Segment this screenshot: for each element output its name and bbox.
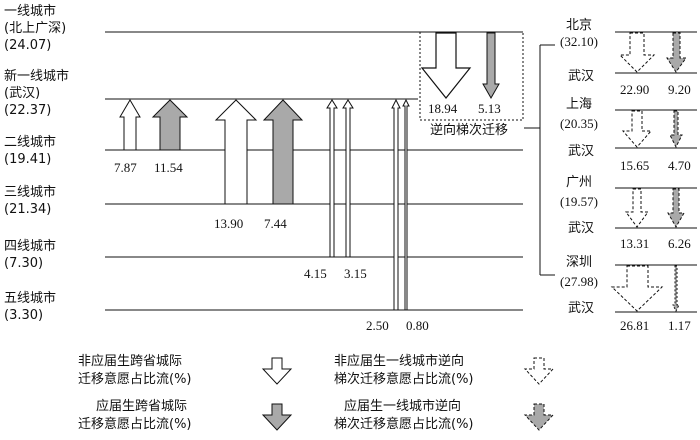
- legend-item-nongrad-interprovincial: 非应届生跨省城际 迁移意愿占比流(%): [78, 353, 293, 387]
- reverse-grad-arrow: [482, 32, 500, 100]
- nongrad-flow-arrow-tier-5: [391, 98, 401, 311]
- legend-item-grad-interprovincial: 应届生跨省城际 迁移意愿占比流(%): [78, 398, 293, 432]
- city-panel-beijing: 北京 (32.10) 武汉 22.90 9.20: [560, 18, 697, 97]
- tier-6-value: (3.30): [4, 308, 43, 323]
- grad-flow-arrow-tier-4: [342, 99, 354, 258]
- nongrad-flow-value-tier-3: 13.90: [214, 216, 243, 231]
- city-panel-shanghai: 上海 (20.35) 武汉 15.65 4.70: [560, 97, 697, 173]
- legend-swatch-gray-solid: [261, 403, 293, 431]
- guangzhou-nongrad-arrow: [625, 188, 649, 228]
- city-dest-beijing: 武汉: [568, 69, 594, 84]
- guangzhou-nongrad-value: 13.31: [620, 236, 649, 251]
- legend-label-3-line1: 应届生跨省城际: [96, 398, 187, 414]
- legend-item-grad-reverse: 应届生一线城市逆向 梯次迁移意愿占比流(%): [334, 398, 555, 432]
- grad-flow-value-tier-3: 7.44: [264, 216, 287, 231]
- shanghai-grad-value: 4.70: [668, 158, 691, 173]
- legend-label-1-line2: 迁移意愿占比流(%): [78, 371, 192, 387]
- tier-1-value: (24.07): [4, 38, 51, 53]
- reverse-migration-box: [419, 31, 524, 121]
- tier-1-sub: (北上广深): [4, 21, 66, 36]
- legend: 非应届生跨省城际 迁移意愿占比流(%) 非应届生一线城市逆向 梯次迁移意愿占比流…: [78, 353, 555, 432]
- legend-swatch-white-dashed: [523, 357, 555, 385]
- shanghai-nongrad-value: 15.65: [620, 158, 649, 173]
- city-value-guangzhou: (19.57): [560, 194, 598, 209]
- tier-5-name: 四线城市: [4, 238, 56, 254]
- shenzhen-grad-arrow: [672, 265, 680, 313]
- guangzhou-grad-arrow: [667, 188, 685, 229]
- grad-flow-arrow-tier-5: [402, 98, 410, 311]
- tier-2-value: (22.37): [4, 103, 51, 118]
- city-panel-shenzhen: 深圳 (27.98) 武汉 26.81 1.17: [560, 255, 697, 333]
- grad-flow-value-tier-4: 3.15: [344, 266, 367, 281]
- shenzhen-nongrad-value: 26.81: [620, 318, 649, 333]
- tier-4-name: 三线城市: [4, 184, 56, 200]
- legend-label-4-line1: 应届生一线城市逆向: [344, 398, 461, 414]
- flow-group-tier-3: 13.90 7.44: [214, 99, 304, 231]
- beijing-nongrad-value: 22.90: [620, 82, 649, 97]
- nongrad-flow-arrow-tier-2: [119, 99, 141, 151]
- grad-flow-arrow-tier-2: [151, 99, 189, 151]
- reverse-migration-label: 逆向梯次迁移: [430, 122, 508, 138]
- legend-label-2-line1: 非应届生一线城市逆向: [334, 353, 464, 369]
- shenzhen-nongrad-arrow: [610, 265, 664, 312]
- reverse-migration: 18.94 5.13 逆向梯次迁移: [419, 31, 524, 138]
- shanghai-nongrad-arrow: [621, 110, 653, 148]
- grad-flow-value-tier-5: 0.80: [406, 318, 429, 333]
- reverse-grad-value: 5.13: [478, 101, 501, 116]
- tier-2-name: 新一线城市: [4, 68, 69, 84]
- grad-flow-value-tier-2: 11.54: [154, 160, 183, 175]
- reverse-nongrad-arrow: [420, 32, 472, 99]
- city-value-beijing: (32.10): [560, 34, 598, 49]
- tier-3-value: (19.41): [4, 152, 51, 167]
- city-name-shenzhen: 深圳: [566, 255, 592, 270]
- city-value-shenzhen: (27.98): [560, 274, 598, 289]
- city-dest-shanghai: 武汉: [568, 144, 594, 159]
- grad-flow-arrow-tier-3: [262, 99, 304, 205]
- city-dest-guangzhou: 武汉: [568, 221, 594, 236]
- tier-labels: 一线城市 (北上广深) (24.07) 新一线城市 (武汉) (22.37) 二…: [4, 3, 69, 323]
- tier-4-value: (21.34): [4, 202, 51, 217]
- city-name-shanghai: 上海: [566, 97, 592, 112]
- legend-label-4-line2: 梯次迁移意愿占比流(%): [334, 416, 474, 432]
- legend-label-3-line2: 迁移意愿占比流(%): [78, 416, 192, 432]
- legend-label-1-line1: 非应届生跨省城际: [78, 353, 182, 369]
- city-name-beijing: 北京: [566, 18, 592, 33]
- legend-item-nongrad-reverse: 非应届生一线城市逆向 梯次迁移意愿占比流(%): [334, 353, 555, 387]
- beijing-nongrad-arrow: [618, 32, 656, 73]
- flow-group-tier-4: 4.15 3.15: [304, 99, 367, 281]
- nongrad-flow-value-tier-4: 4.15: [304, 266, 327, 281]
- nongrad-flow-arrow-tier-3: [214, 99, 258, 205]
- city-name-guangzhou: 广州: [566, 175, 592, 190]
- reverse-nongrad-value: 18.94: [428, 101, 458, 116]
- city-panel-guangzhou: 广州 (19.57) 武汉 13.31 6.26: [560, 175, 697, 251]
- tier-2-sub: (武汉): [4, 86, 40, 101]
- nongrad-flow-value-tier-2: 7.87: [114, 160, 137, 175]
- flow-group-tier-2: 7.87 11.54: [114, 99, 189, 175]
- nongrad-flow-arrow-tier-4: [326, 99, 338, 258]
- city-bracket: [524, 44, 555, 276]
- nongrad-flow-value-tier-5: 2.50: [366, 318, 389, 333]
- legend-swatch-gray-dashed: [523, 403, 555, 431]
- beijing-grad-value: 9.20: [668, 82, 691, 97]
- legend-swatch-white-solid: [261, 357, 293, 385]
- city-value-shanghai: (20.35): [560, 116, 598, 131]
- tier-6-name: 五线城市: [4, 290, 56, 306]
- beijing-grad-arrow: [666, 32, 687, 73]
- shanghai-grad-arrow: [669, 110, 683, 149]
- flow-group-tier-5: 2.50 0.80: [366, 98, 429, 333]
- tier-5-value: (7.30): [4, 256, 43, 271]
- shenzhen-grad-value: 1.17: [668, 318, 691, 333]
- tier-1-name: 一线城市: [4, 3, 56, 19]
- legend-label-2-line2: 梯次迁移意愿占比流(%): [334, 371, 474, 387]
- tier-3-name: 二线城市: [4, 134, 56, 150]
- guangzhou-grad-value: 6.26: [668, 236, 691, 251]
- city-dest-shenzhen: 武汉: [568, 301, 594, 316]
